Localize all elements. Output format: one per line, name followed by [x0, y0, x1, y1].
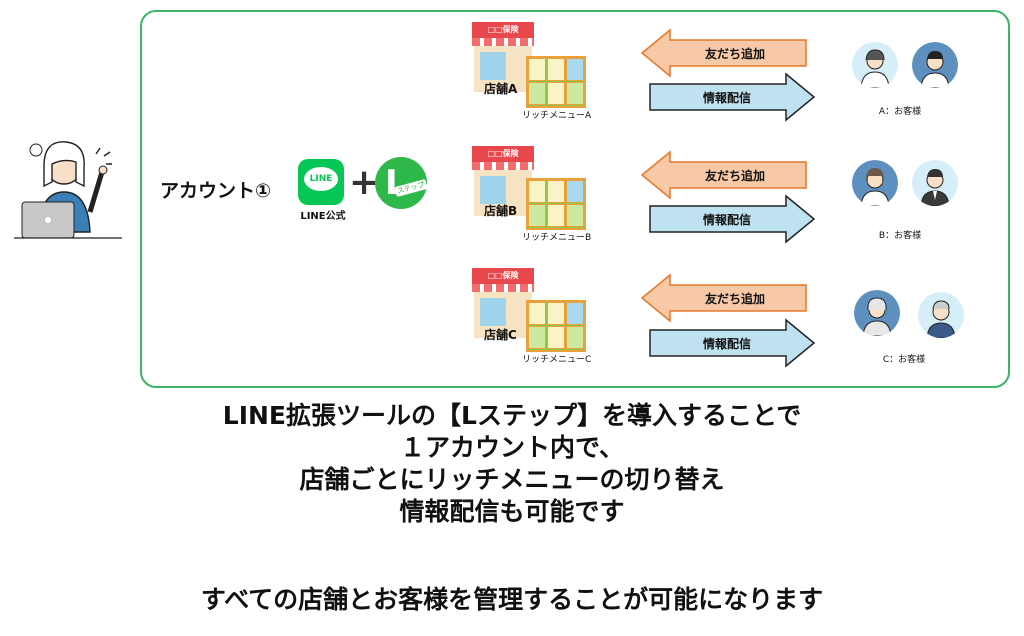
rich-menu-a	[526, 56, 586, 108]
line-logo-text: LINE	[304, 167, 338, 191]
shop-label-a: 店舗A	[484, 82, 518, 96]
person-laptop-illustration	[14, 141, 122, 239]
shop-building-c: □□保険	[472, 268, 542, 340]
customer-woman-avatar-a	[852, 42, 898, 88]
deliver-arrow-b	[649, 194, 816, 244]
shop-label-b: 店舗B	[484, 204, 518, 218]
shop-sign-c: □□保険	[472, 268, 534, 284]
customer-man-avatar-b	[912, 160, 958, 206]
add-friend-label-a: 友だち追加	[704, 47, 765, 61]
deliver-label-c: 情報配信	[702, 337, 751, 351]
add-friend-arrow-c	[640, 273, 807, 323]
customer-man-avatar-c	[918, 292, 964, 338]
shop-sign-b: □□保険	[472, 146, 534, 162]
add-friend-label-c: 友だち追加	[704, 292, 765, 306]
caption-line-1: LINE拡張ツールの【Lステップ】を導入することで	[222, 401, 802, 430]
shop-building-a: □□保険	[472, 22, 542, 94]
customer-woman-avatar-b	[852, 160, 898, 206]
rich-menu-b	[526, 178, 586, 230]
line-official-label: LINE公式	[300, 211, 346, 222]
customer-label-a: A：お客様	[878, 107, 922, 117]
line-official-logo: LINE	[298, 159, 344, 205]
add-friend-label-b: 友だち追加	[704, 169, 765, 183]
caption-line-4: 情報配信も可能です	[399, 497, 625, 526]
plus-sign: +	[349, 162, 380, 203]
account-label: アカウント①	[160, 180, 272, 202]
shop-sign-a: □□保険	[472, 22, 534, 38]
deliver-label-b: 情報配信	[702, 213, 751, 227]
caption-line-3: 店舗ごとにリッチメニューの切り替え	[299, 465, 725, 494]
lstep-logo: L ステップ	[375, 157, 428, 209]
customer-label-b: B：お客様	[878, 231, 922, 241]
shop-building-b: □□保険	[472, 146, 542, 218]
menu-label-a: リッチメニューA	[522, 111, 592, 121]
shop-label-c: 店舗C	[484, 328, 517, 342]
footer-caption: すべての店舗とお客様を管理することが可能になります	[200, 585, 824, 614]
deliver-arrow-a	[649, 72, 816, 122]
deliver-label-a: 情報配信	[702, 91, 751, 105]
deliver-arrow-c	[649, 318, 816, 368]
account-frame	[140, 10, 1010, 388]
caption-line-2: １アカウント内で、	[399, 433, 624, 462]
customer-label-c: C：お客様	[882, 355, 926, 365]
customer-man-avatar-a	[912, 42, 958, 88]
add-friend-arrow-a	[640, 28, 807, 78]
rich-menu-c	[526, 300, 586, 352]
menu-label-c: リッチメニューC	[522, 355, 592, 365]
menu-label-b: リッチメニューB	[522, 233, 592, 243]
add-friend-arrow-b	[640, 150, 807, 200]
customer-elder-avatar-c	[854, 290, 900, 336]
lstep-letter: L	[385, 163, 407, 203]
